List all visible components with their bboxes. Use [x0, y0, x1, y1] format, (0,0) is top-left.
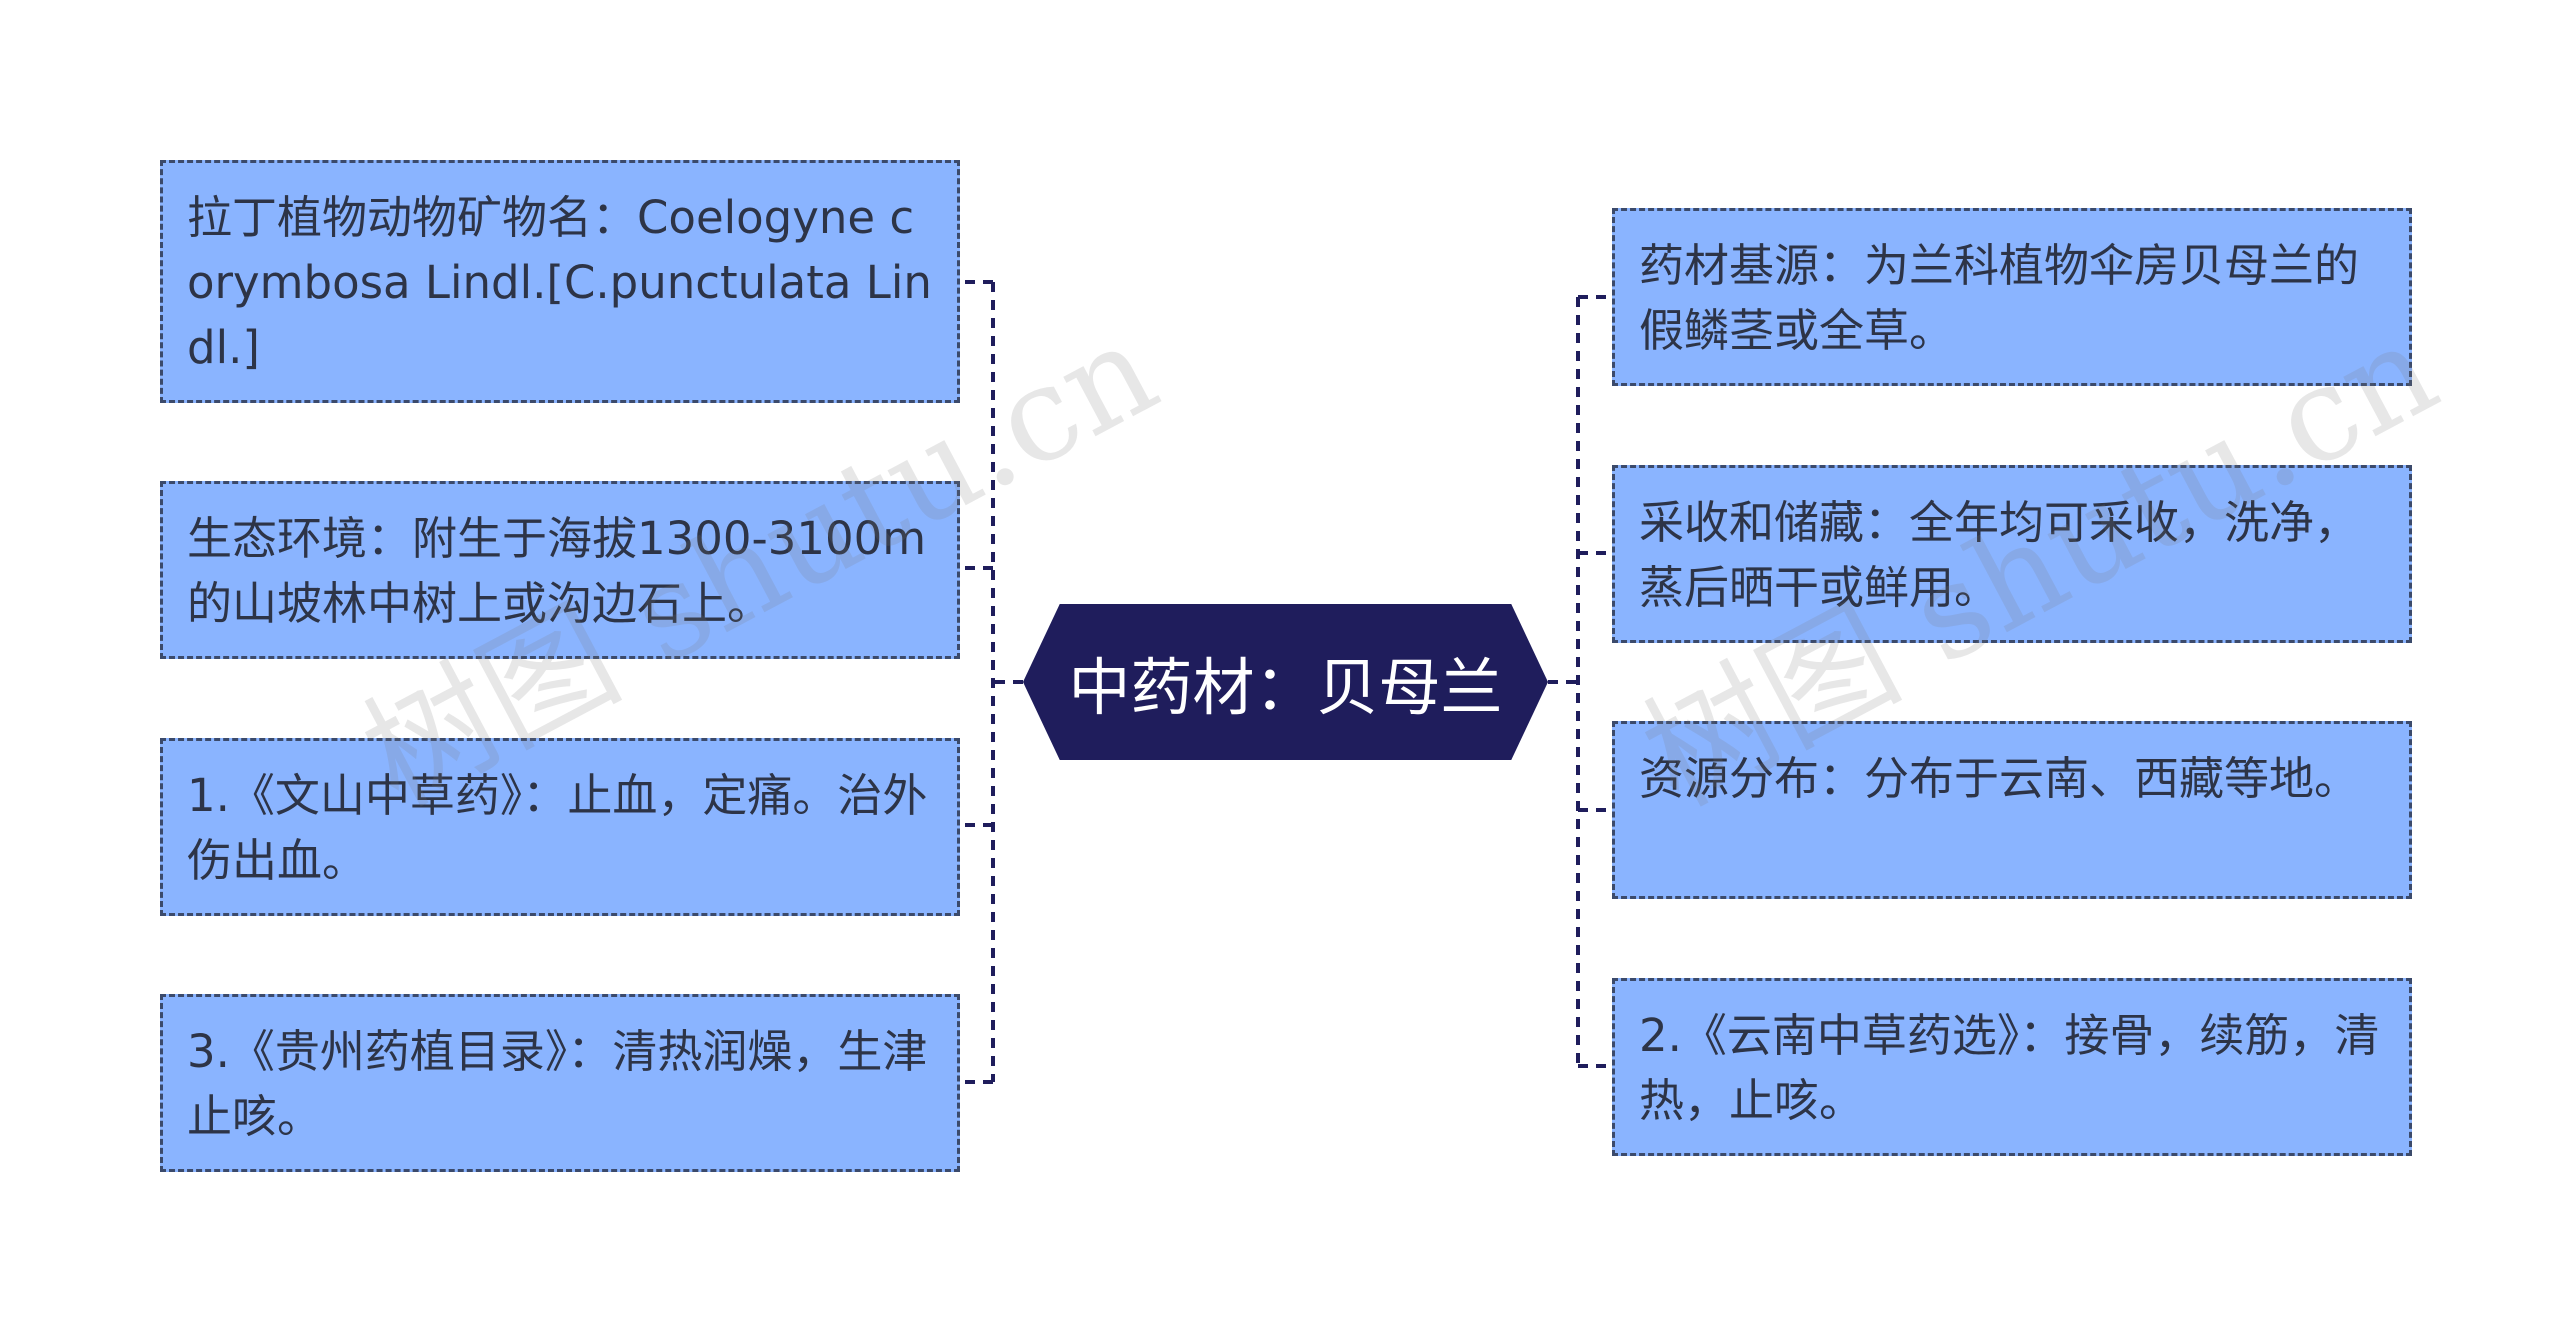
root-topic-label: 中药材：贝母兰: [1068, 651, 1503, 724]
topic-latin-name[interactable]: 拉丁植物动物矿物名：Coelogyne corymbosa Lindl.[C.p…: [160, 160, 960, 403]
topic-source-text: 药材基源：为兰科植物伞房贝母兰的假鳞茎或全草。: [1639, 239, 2360, 357]
topic-harvest-storage[interactable]: 采收和储藏：全年均可采收，洗净，蒸后晒干或鲜用。: [1612, 465, 2412, 643]
topic-yunnan-herbs-text: 2.《云南中草药选》：接骨，续筋，清热，止咳。: [1639, 1009, 2380, 1127]
topic-distribution[interactable]: 资源分布：分布于云南、西藏等地。: [1612, 721, 2412, 899]
topic-habitat[interactable]: 生态环境：附生于海拔1300-3100m的山坡林中树上或沟边石上。: [160, 481, 960, 659]
topic-guizhou-catalog-text: 3.《贵州药植目录》：清热润燥，生津止咳。: [187, 1025, 928, 1143]
topic-habitat-text: 生态环境：附生于海拔1300-3100m的山坡林中树上或沟边石上。: [187, 512, 927, 630]
topic-wenshan-herbs[interactable]: 1.《文山中草药》：止血，定痛。治外伤出血。: [160, 738, 960, 916]
topic-guizhou-catalog[interactable]: 3.《贵州药植目录》：清热润燥，生津止咳。: [160, 994, 960, 1172]
topic-source[interactable]: 药材基源：为兰科植物伞房贝母兰的假鳞茎或全草。: [1612, 208, 2412, 386]
topic-latin-name-text: 拉丁植物动物矿物名：Coelogyne corymbosa Lindl.[C.p…: [187, 191, 932, 374]
topic-distribution-text: 资源分布：分布于云南、西藏等地。: [1639, 752, 2360, 805]
root-topic[interactable]: 中药材：贝母兰: [1023, 604, 1548, 760]
topic-wenshan-herbs-text: 1.《文山中草药》：止血，定痛。治外伤出血。: [187, 769, 928, 887]
topic-harvest-storage-text: 采收和储藏：全年均可采收，洗净，蒸后晒干或鲜用。: [1639, 496, 2360, 614]
topic-yunnan-herbs[interactable]: 2.《云南中草药选》：接骨，续筋，清热，止咳。: [1612, 978, 2412, 1156]
